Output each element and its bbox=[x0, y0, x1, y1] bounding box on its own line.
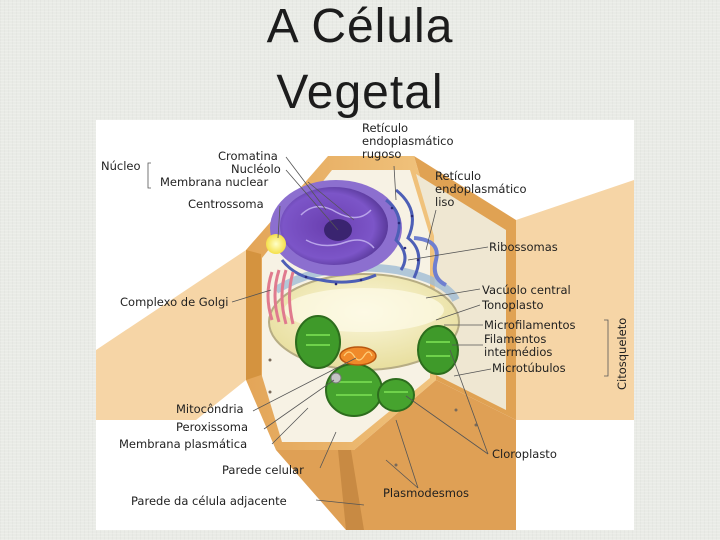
label-microfilamentos: Microfilamentos bbox=[484, 318, 576, 332]
label-parede-adjacente: Parede da célula adjacente bbox=[131, 494, 287, 508]
label-reticulo-rugoso-2: endoplasmático bbox=[362, 134, 454, 148]
label-microtubulos: Microtúbulos bbox=[492, 361, 566, 375]
label-cloroplasto: Cloroplasto bbox=[492, 447, 557, 461]
label-nucleo: Núcleo bbox=[101, 159, 141, 173]
label-parede-celular: Parede celular bbox=[222, 463, 304, 477]
label-centrossoma: Centrossoma bbox=[188, 197, 264, 211]
golgi-complex bbox=[266, 269, 295, 325]
label-membrana-nuclear: Membrana nuclear bbox=[160, 175, 268, 189]
centrosome bbox=[266, 234, 286, 254]
label-reticulo-rugoso-3: rugoso bbox=[362, 147, 401, 161]
slide-title-line-2: Vegetal bbox=[276, 66, 444, 119]
label-peroxissoma: Peroxissoma bbox=[176, 420, 248, 434]
label-cromatina: Cromatina bbox=[218, 149, 278, 163]
label-filamentos-2: intermédios bbox=[484, 345, 552, 359]
slide-title-line-1: A Célula bbox=[266, 0, 454, 53]
label-filamentos-1: Filamentos bbox=[484, 332, 546, 346]
plant-cell-diagram: Núcleo Cromatina Nucléolo Membrana nucle… bbox=[96, 120, 634, 530]
label-complexo-golgi: Complexo de Golgi bbox=[120, 295, 228, 309]
label-membrana-plasmatica: Membrana plasmática bbox=[119, 437, 247, 451]
label-citosqueleto: Citosqueleto bbox=[615, 318, 629, 390]
label-plasmodesmos: Plasmodesmos bbox=[383, 486, 469, 500]
label-reticulo-liso-3: liso bbox=[435, 195, 454, 209]
label-reticulo-liso-2: endoplasmático bbox=[435, 182, 527, 196]
label-ribossomas: Ribossomas bbox=[489, 240, 558, 254]
smooth-er bbox=[413, 236, 447, 287]
label-nucleolo: Nucléolo bbox=[231, 162, 281, 176]
label-tonoplasto: Tonoplasto bbox=[481, 298, 544, 312]
label-mitocondria: Mitocôndria bbox=[176, 402, 244, 416]
mitochondrion bbox=[339, 346, 377, 366]
label-vacuolo: Vacúolo central bbox=[482, 283, 571, 297]
label-reticulo-liso-1: Retículo bbox=[435, 169, 481, 183]
leader-lines bbox=[147, 156, 609, 506]
label-reticulo-rugoso-1: Retículo bbox=[362, 121, 408, 135]
diagram-labels: Núcleo Cromatina Nucléolo Membrana nucle… bbox=[101, 121, 629, 508]
